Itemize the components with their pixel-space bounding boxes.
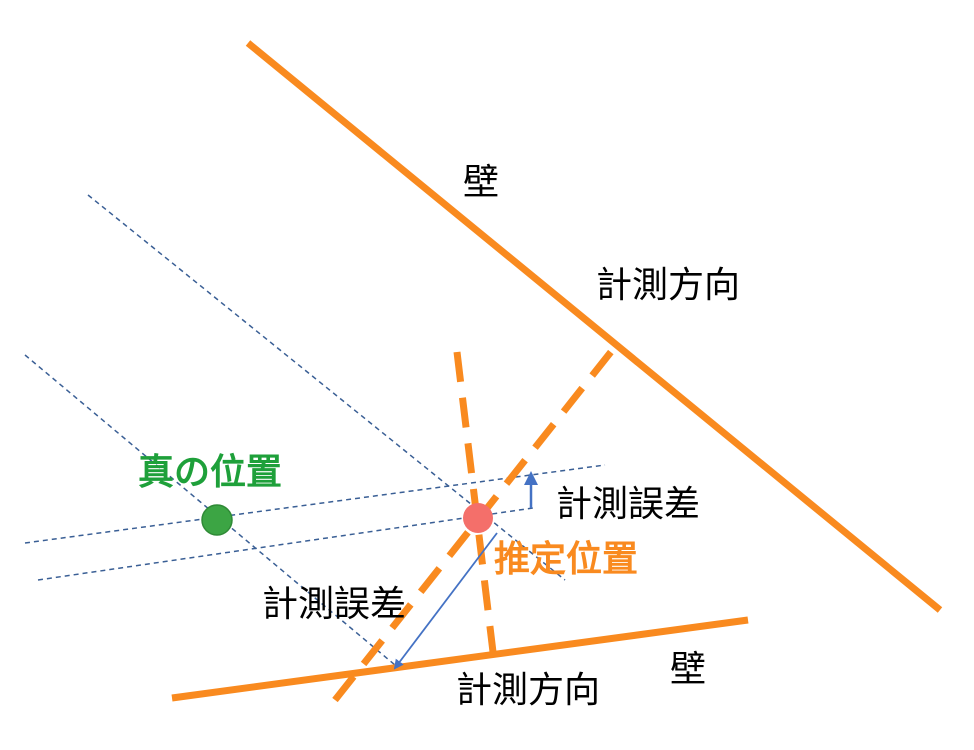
estimated-position-marker [463, 503, 493, 533]
true-position-marker [201, 504, 233, 536]
guide-line-horizontal-lower [37, 507, 534, 581]
wall-label-lower: 壁 [670, 649, 707, 690]
measure-error-label-right: 計測誤差 [556, 484, 701, 525]
measure-direction-dashed-upper [332, 340, 621, 703]
true-position-label: 真の位置 [138, 452, 283, 493]
wall-upper-line [245, 40, 943, 613]
wall-lower-line [171, 616, 749, 702]
guide-line-horizontal-upper [24, 464, 606, 544]
measure-error-arrow-diagonal [393, 532, 498, 670]
measure-direction-label-upper: 計測方向 [596, 265, 741, 306]
measure-direction-label-lower: 計測方向 [456, 670, 601, 711]
measure-direction-dashed-lower [453, 351, 497, 653]
guide-line-diagonal-upper [87, 194, 566, 581]
estimated-position-label: 推定位置 [494, 539, 639, 580]
wall-label-upper: 壁 [463, 162, 500, 203]
measure-error-label-left: 計測誤差 [262, 584, 407, 625]
